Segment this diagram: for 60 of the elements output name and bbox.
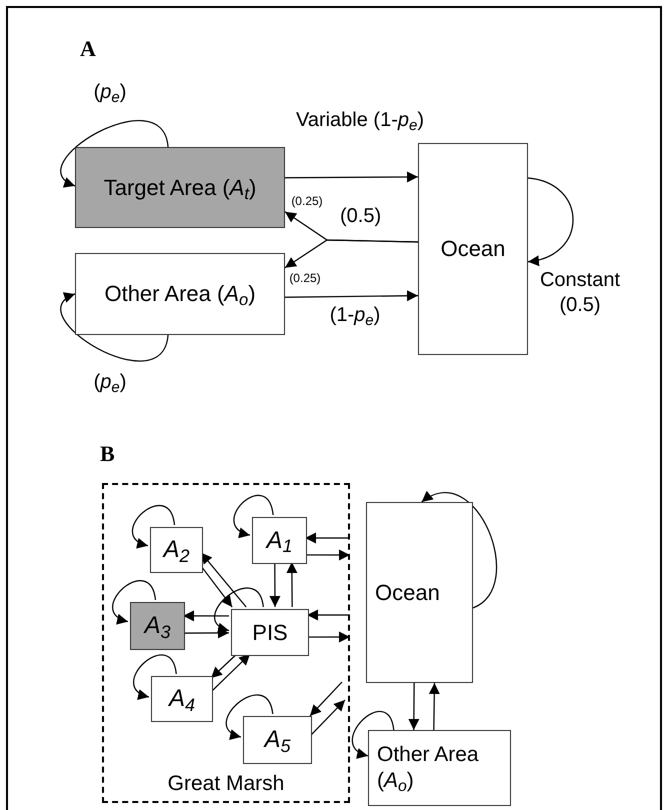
panel-label: A [80,35,96,62]
edge-label: Variable (1-p$_{e}$) [295,108,425,133]
self-loop-arrow [60,293,169,362]
node-label: A$_{2}$ [163,535,190,565]
arrow [310,682,342,716]
area-box [231,609,309,656]
node-label: Ocean [440,235,506,263]
node-label: Target Area (A$_{t}$) [104,174,256,202]
arrow [183,610,229,622]
node-label: A$_{3}$ [144,611,171,641]
node-label: A$_{4}$ [168,684,196,714]
edge-label: (p$_{e}$) [92,370,128,395]
area-box [75,253,285,335]
panel-label: B [100,440,115,468]
self-loop-arrow [214,588,264,632]
node-label: A$_{1}$ [266,526,293,556]
arrow [285,172,418,182]
edge-label: (0.25) [290,194,324,209]
arrow [284,239,418,268]
edge-label: (p$_{e}$) [92,80,128,105]
arrow [307,610,350,620]
area-box [150,527,203,573]
area-box [252,517,307,564]
arrow [428,683,440,730]
shaded-area-box [75,147,285,228]
edge-label: (0.25) [288,271,322,286]
arrow [408,683,420,730]
area-box [151,676,213,722]
arrow [285,290,418,302]
arrow [305,550,350,560]
edge-label: (1-p$_{e}$) [328,303,382,328]
node-label: Other Area (A$_{o}$) [377,742,480,794]
value-label: (0.5) [340,204,382,229]
node-label: Great Marsh [168,770,284,797]
node-label: Other Area (A$_{o}$) [104,280,256,308]
self-loop-arrow [112,580,156,623]
self-loop-arrow [132,505,176,547]
area-box [243,716,312,764]
node-label: Ocean [375,578,440,606]
area-box [366,502,473,683]
arrow [183,627,229,638]
self-loop-arrow [528,177,574,266]
self-loop-arrow [226,694,274,738]
self-loop-arrow [421,492,497,608]
self-loop-arrow [352,711,394,757]
shaded-area-box [130,602,185,650]
area-box [368,730,511,806]
node-label: PIS [252,618,288,646]
arrow [286,562,298,607]
arrow [210,654,238,679]
self-loop-arrow [233,495,274,536]
dashed-region [102,483,350,803]
arrow [269,562,280,607]
edge-label: Constant (0.5) [538,268,622,318]
node-label: A$_{5}$ [264,725,291,755]
arrow [305,532,350,544]
area-box [418,143,528,355]
arrow [307,632,350,643]
self-loop-arrow [60,120,169,186]
self-loop-arrow [133,654,177,698]
